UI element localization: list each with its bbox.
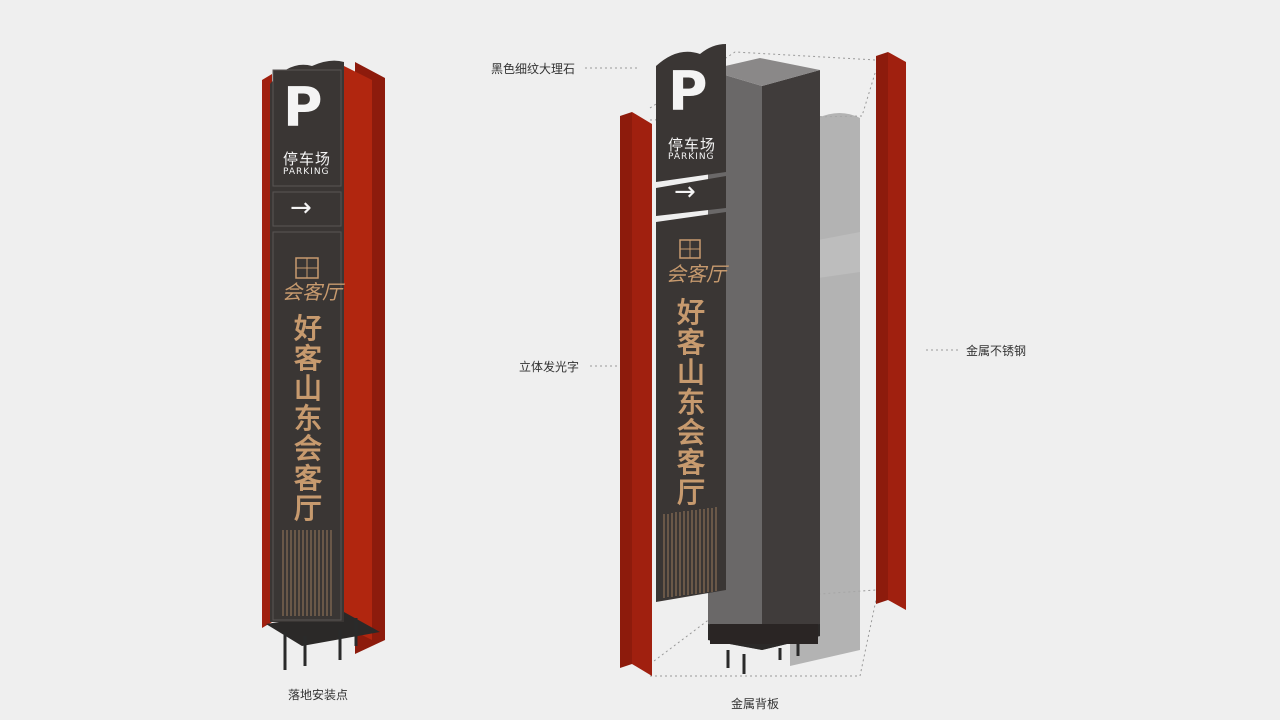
left-parking-p-icon: P	[283, 76, 323, 139]
left-sign-arrow-block	[272, 191, 342, 227]
left-logo-text: 会客厅	[282, 280, 342, 304]
left-arrow-right-icon: →	[290, 193, 312, 223]
marble-arrow-panel	[656, 176, 726, 216]
marble-top-panel	[656, 44, 726, 182]
right-sign-legs	[726, 644, 800, 674]
metal-back-plate-block	[710, 624, 818, 644]
brand-char: 厅	[676, 476, 705, 509]
label-lit-letters: 立体发光字	[519, 360, 580, 374]
brand-char: 好	[293, 312, 322, 345]
left-parking-cn: 停车场	[283, 150, 332, 168]
brand-char: 客	[676, 446, 705, 479]
label-metal-backplate: 金属背板	[731, 697, 780, 711]
left-sign-legs	[283, 618, 358, 670]
grey-column-side	[762, 70, 820, 650]
brand-char: 东	[293, 402, 322, 435]
left-sign-gold-stripes	[282, 530, 332, 616]
right-exploded-sign	[585, 44, 960, 677]
marble-lower-panel	[656, 212, 726, 602]
right-parking-en: PARKING	[668, 152, 715, 162]
brand-char: 会	[676, 416, 705, 449]
left-sign-top-block	[272, 69, 342, 187]
brand-char: 好	[676, 296, 705, 329]
right-arrow-right-icon: →	[674, 177, 696, 207]
right-red-bar-left-face	[632, 112, 652, 676]
brand-char: 会	[293, 432, 322, 465]
right-red-bar-right	[876, 52, 888, 604]
right-red-bar-left	[620, 112, 632, 668]
brand-char: 厅	[293, 492, 322, 525]
left-sign	[262, 60, 385, 670]
glass-back-panel-strip	[818, 232, 860, 278]
left-brand-vertical: 好 客 山 东 会 客 厅	[290, 314, 326, 524]
right-sign-gold-stripes	[663, 507, 717, 598]
right-parking-cn: 停车场	[668, 136, 717, 154]
brand-char: 客	[293, 462, 322, 495]
label-floor-mount: 落地安装点	[288, 688, 349, 702]
right-logo-text: 会客厅	[666, 262, 726, 286]
label-marble: 黑色细纹大理石	[491, 62, 576, 76]
brand-char: 东	[676, 386, 705, 419]
brand-char: 山	[676, 356, 705, 389]
right-red-bar-right-face	[888, 52, 906, 610]
brand-char: 客	[676, 326, 705, 359]
brand-char: 客	[293, 342, 322, 375]
grey-column-top	[708, 58, 820, 86]
brand-char: 山	[293, 372, 322, 405]
right-parking-p-icon: P	[668, 60, 708, 123]
right-brand-vertical: 好 客 山 东 会 客 厅	[673, 298, 709, 508]
left-parking-en: PARKING	[283, 167, 330, 177]
label-stainless: 金属不锈钢	[966, 344, 1027, 358]
logo-seal-icon-right	[679, 239, 701, 259]
left-sign-red-side-right	[344, 66, 372, 640]
left-sign-red-side-left	[262, 74, 272, 628]
logo-seal-icon	[295, 257, 319, 279]
